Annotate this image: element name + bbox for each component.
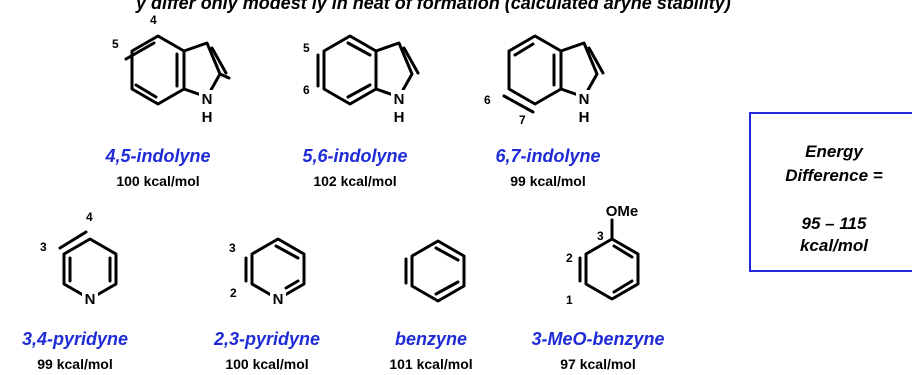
energy-box-line: Energy bbox=[805, 142, 864, 161]
structure-2-3-pyridyne: N 3 2 bbox=[229, 237, 306, 308]
position-label: 5 bbox=[112, 37, 119, 51]
nitrogen-atom: N bbox=[85, 291, 96, 308]
position-label: 7 bbox=[519, 113, 526, 127]
compound-name-3-4-pyridyne: 3,4-pyridyne bbox=[22, 329, 128, 349]
position-label: 6 bbox=[484, 93, 491, 107]
header-text: y differ only modest ly in heat of forma… bbox=[135, 0, 731, 13]
compound-energy-5-6-indolyne: 102 kcal/mol bbox=[313, 173, 396, 189]
compound-name-3-meo-benzyne: 3-MeO-benzyne bbox=[531, 329, 664, 349]
compound-name-benzyne: benzyne bbox=[395, 329, 467, 349]
structure-6-7-indolyne: N H 6 7 bbox=[484, 34, 605, 127]
structure-benzyne bbox=[404, 239, 466, 303]
structure-5-6-indolyne: N H 5 6 bbox=[303, 34, 420, 126]
position-label: 4 bbox=[150, 13, 157, 27]
compound-energy-3-meo-benzyne: 97 kcal/mol bbox=[560, 356, 636, 372]
hydrogen-atom: H bbox=[394, 109, 405, 126]
compound-name-6-7-indolyne: 6,7-indolyne bbox=[495, 146, 600, 166]
position-label: 5 bbox=[303, 41, 310, 55]
compound-energy-3-4-pyridyne: 99 kcal/mol bbox=[37, 356, 113, 372]
compound-energy-4-5-indolyne: 100 kcal/mol bbox=[116, 173, 199, 189]
compound-energy-benzyne: 101 kcal/mol bbox=[389, 356, 472, 372]
compound-name-2-3-pyridyne: 2,3-pyridyne bbox=[213, 329, 320, 349]
position-label: 2 bbox=[230, 286, 237, 300]
nitrogen-atom: N bbox=[202, 91, 213, 108]
position-label: 3 bbox=[229, 241, 236, 255]
hydrogen-atom: H bbox=[579, 109, 590, 126]
position-label: 2 bbox=[566, 251, 573, 265]
energy-box-line: kcal/mol bbox=[800, 236, 869, 255]
structure-4-5-indolyne: N H 4 5 bbox=[112, 13, 231, 126]
position-label: 3 bbox=[40, 240, 47, 254]
position-label: 1 bbox=[566, 293, 573, 307]
position-label: 4 bbox=[86, 210, 93, 224]
compound-name-5-6-indolyne: 5,6-indolyne bbox=[302, 146, 407, 166]
compound-energy-6-7-indolyne: 99 kcal/mol bbox=[510, 173, 586, 189]
energy-box-line: Difference = bbox=[785, 166, 883, 185]
energy-box-line: 95 – 115 bbox=[802, 214, 867, 233]
nitrogen-atom: N bbox=[394, 91, 405, 108]
nitrogen-atom: N bbox=[273, 291, 284, 308]
energy-difference-box: Energy Difference = 95 – 115 kcal/mol bbox=[749, 112, 912, 272]
structure-3-meo-benzyne: OMe 3 2 1 bbox=[566, 203, 640, 307]
nitrogen-atom: N bbox=[579, 91, 590, 108]
methoxy-group: OMe bbox=[606, 203, 639, 220]
compound-name-4-5-indolyne: 4,5-indolyne bbox=[104, 146, 210, 166]
position-label: 3 bbox=[597, 229, 604, 243]
structure-3-4-pyridyne: N 3 4 bbox=[40, 210, 118, 308]
position-label: 6 bbox=[303, 83, 310, 97]
compound-energy-2-3-pyridyne: 100 kcal/mol bbox=[225, 356, 308, 372]
hydrogen-atom: H bbox=[202, 109, 213, 126]
